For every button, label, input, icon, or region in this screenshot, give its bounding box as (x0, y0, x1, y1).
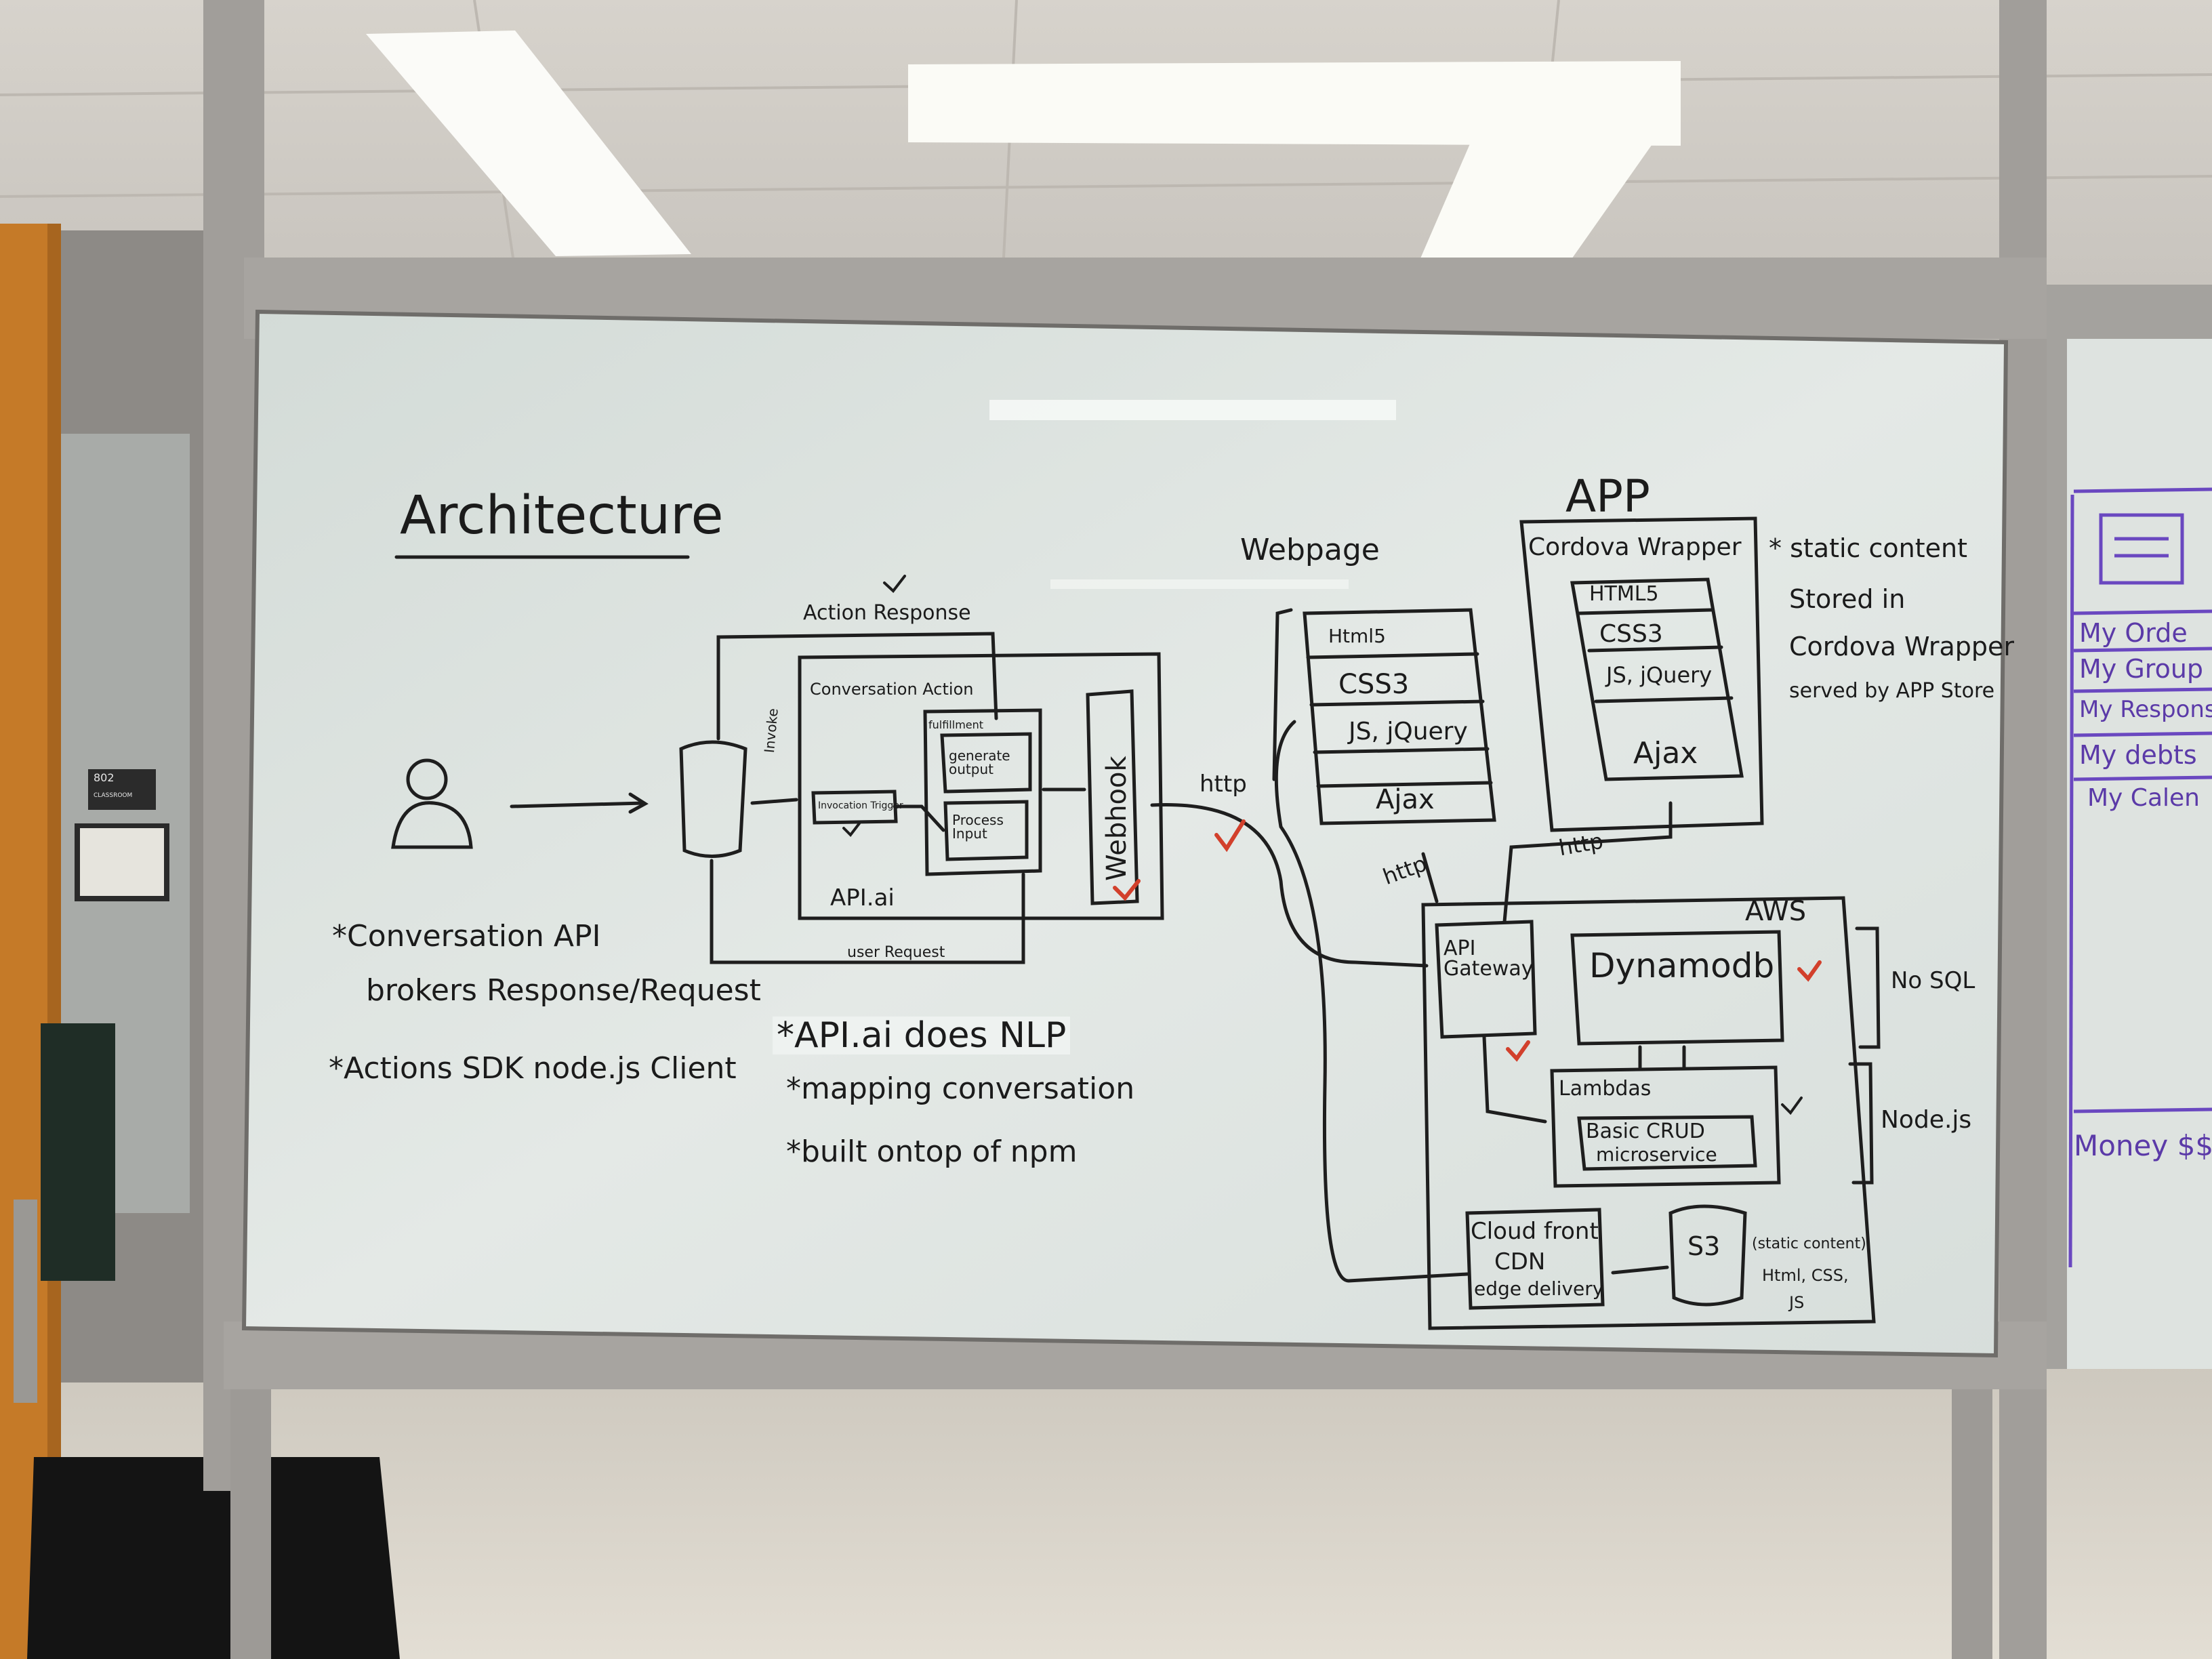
right-board-item-2: My Group (2079, 654, 2204, 684)
door-hinge (14, 1200, 37, 1403)
action-response-label: Action Response (803, 601, 971, 625)
aws-title: AWS (1745, 896, 1807, 927)
crud-label-2: microservice (1596, 1143, 1717, 1166)
door-edge (47, 224, 61, 1659)
app-layer-4: Ajax (1633, 736, 1698, 771)
note-line-2: brokers Response/Request (366, 973, 761, 1008)
apiai-note-1: *API.ai does NLP (773, 1017, 1071, 1054)
app-layer-2: CSS3 (1599, 620, 1663, 648)
trash-bag (27, 1457, 400, 1659)
board-title: Architecture (400, 485, 724, 546)
process-input-label: Process Input (952, 812, 1004, 842)
cordova-wrapper-label: Cordova Wrapper (1528, 533, 1742, 561)
right-board-item-3: My Responsib (2079, 696, 2212, 723)
room-label: CLASSROOM (94, 792, 133, 799)
ceiling-light-right (908, 61, 1681, 146)
api-gateway-label: API Gateway (1443, 937, 1534, 981)
apiai-note-2: *mapping conversation (786, 1071, 1135, 1106)
right-board-item-1: My Orde (2079, 618, 2188, 648)
fulfillment-label: fulfillment (928, 718, 984, 731)
cloudfront-label-1: Cloud front (1471, 1218, 1599, 1245)
app-layer-1: HTML5 (1589, 582, 1659, 606)
diagram-ink (391, 516, 1881, 1330)
conversation-action-label: Conversation Action (810, 680, 974, 699)
s3-note-2: Html, CSS, (1762, 1266, 1849, 1285)
generate-output-label: generate output (949, 747, 1010, 777)
webhook-label: Webhook (1101, 756, 1132, 881)
s3-label: S3 (1687, 1231, 1721, 1261)
whiteboard-glass (244, 312, 2006, 1355)
webpage-title: Webpage (1240, 533, 1380, 567)
dynamodb-label: Dynamodb (1589, 946, 1775, 985)
app-note-1: * static content (1769, 533, 1967, 563)
glass-reflection-2 (1050, 579, 1349, 589)
cloudfront-label-2: CDN (1494, 1248, 1546, 1275)
right-board-item-5: My Calen (2087, 784, 2200, 812)
webpage-layer-4: Ajax (1376, 784, 1435, 815)
user-request-label: user Request (847, 944, 945, 961)
post-bottom-left (230, 1389, 271, 1659)
nodejs-label: Node.js (1881, 1106, 1972, 1134)
room-sign (88, 769, 156, 810)
app-note-4: served by APP Store (1789, 679, 1995, 703)
ceiling-light-left (366, 30, 691, 256)
invocation-trigger-label: Invocation Trigger (818, 800, 903, 811)
nosql-label: No SQL (1891, 967, 1975, 994)
right-board-glass (2067, 339, 2212, 1369)
right-board-item-4: My debts (2079, 740, 2197, 770)
note-line-3: *Actions SDK node.js Client (329, 1051, 737, 1086)
red-checks (1113, 819, 1822, 1062)
webpage-layer-3: JS, jQuery (1349, 718, 1468, 745)
lambdas-label: Lambdas (1559, 1077, 1652, 1101)
ceiling-light-right-2 (1416, 142, 1654, 268)
purple-sketch (2068, 487, 2212, 1268)
app-note-2: Stored in (1789, 584, 1906, 614)
cloudfront-label-3: edge delivery (1474, 1277, 1604, 1300)
note-line-1: *Conversation API (332, 919, 601, 954)
trash-bin-left (41, 1023, 115, 1281)
app-layer-3: JS, jQuery (1606, 662, 1713, 688)
webpage-layer-1: Html5 (1328, 625, 1386, 647)
glass-reflection-1 (989, 400, 1396, 420)
right-board-money: Money $$$ (2074, 1129, 2212, 1162)
apiai-label: API.ai (830, 884, 895, 912)
http-label-left: http (1200, 771, 1247, 798)
notice-paper (80, 828, 164, 896)
invoke-label: Invoke (761, 708, 781, 754)
app-title: APP (1565, 470, 1650, 523)
s3-note-3: JS (1789, 1293, 1805, 1312)
apiai-note-3: *built ontop of npm (786, 1134, 1078, 1169)
s3-note-1: (static content) (1752, 1235, 1866, 1252)
room-number: 802 (94, 771, 115, 784)
black-checks (842, 575, 1803, 1115)
webpage-layer-2: CSS3 (1338, 669, 1410, 700)
app-note-3: Cordova Wrapper (1789, 632, 2014, 661)
crud-label-1: Basic CRUD (1586, 1120, 1705, 1143)
frame-post-right (1999, 0, 2047, 1659)
post-bottom-right (1952, 1389, 1992, 1659)
